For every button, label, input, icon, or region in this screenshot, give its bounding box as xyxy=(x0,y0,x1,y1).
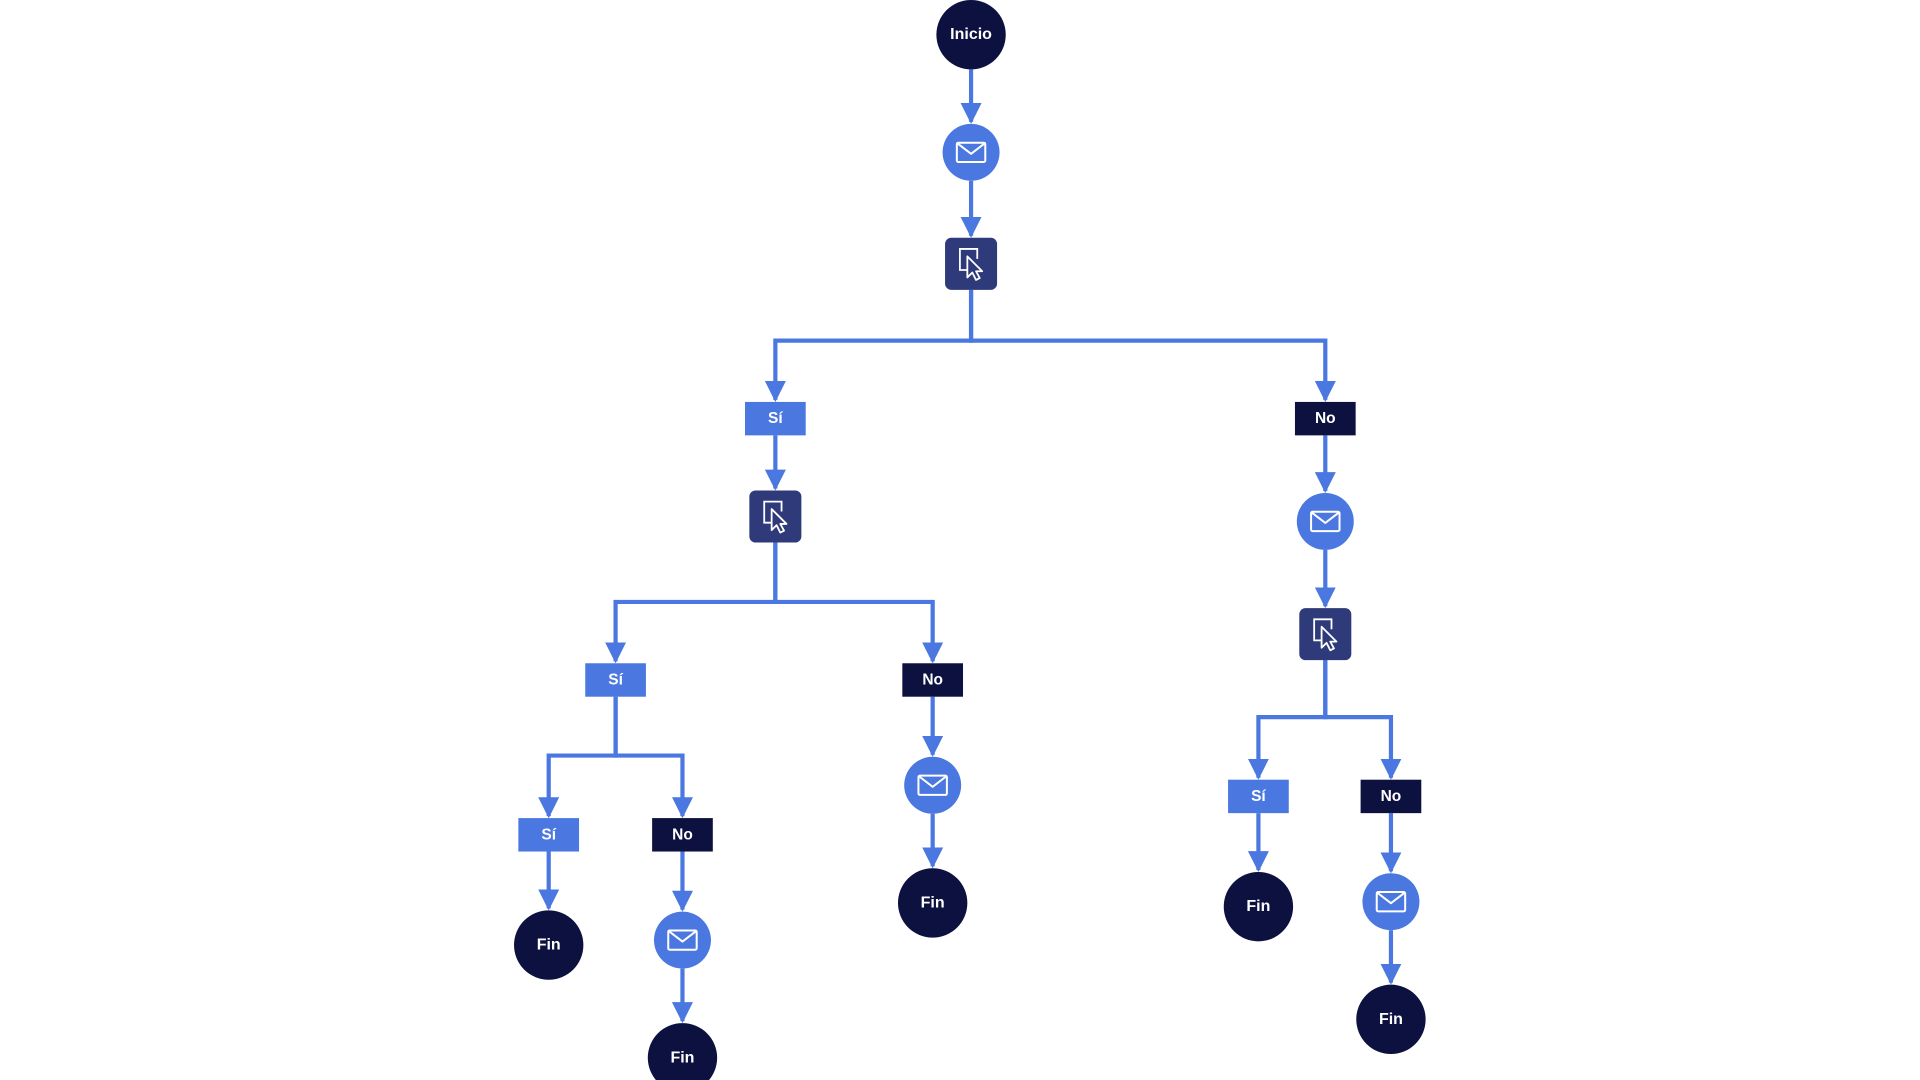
node-start: Inicio xyxy=(936,0,1006,70)
node-end-5: Fin xyxy=(1356,984,1426,1055)
envelope-icon xyxy=(1375,891,1407,913)
terminal-circle xyxy=(936,0,1006,70)
branch-label: Sí xyxy=(541,826,556,843)
node-end-2: Fin xyxy=(647,1023,718,1080)
node-no-4: No xyxy=(1360,779,1422,814)
connector-yes-2-to-no-3 xyxy=(613,696,693,819)
connector-click-1-to-no-1 xyxy=(968,289,1336,403)
terminal-label: Fin xyxy=(670,1049,694,1066)
branch-label: No xyxy=(1381,788,1402,805)
terminal-circle xyxy=(1356,984,1426,1055)
yes-branch-box xyxy=(745,401,806,436)
node-yes-4: Sí xyxy=(1228,779,1289,814)
yes-branch-box xyxy=(518,818,580,852)
terminal-label: Fin xyxy=(1246,898,1270,915)
envelope-icon xyxy=(1310,510,1341,533)
connector-click-2-to-no-2 xyxy=(773,542,944,664)
node-no-1: No xyxy=(1294,401,1356,436)
branch-label: Sí xyxy=(1251,788,1266,805)
no-branch-box xyxy=(902,663,964,697)
branch-label: No xyxy=(922,671,943,688)
terminal-circle xyxy=(897,868,968,938)
pointer-click-icon xyxy=(763,500,788,534)
connector-click-1-to-yes-1 xyxy=(764,289,974,403)
email-step-circle xyxy=(942,123,1000,181)
node-click-1 xyxy=(945,237,998,290)
node-end-3: Fin xyxy=(897,868,968,938)
node-email-3 xyxy=(904,756,962,814)
terminal-label: Fin xyxy=(537,937,561,954)
node-click-3 xyxy=(1299,608,1352,661)
node-no-2: No xyxy=(902,663,964,697)
node-no-3: No xyxy=(652,818,713,852)
node-end-1: Fin xyxy=(514,910,584,980)
email-step-circle xyxy=(1296,492,1354,550)
connector-yes-2-to-yes-3 xyxy=(538,696,618,819)
node-email-5 xyxy=(1362,873,1420,931)
branch-label: No xyxy=(1315,410,1336,427)
no-branch-box xyxy=(1360,779,1422,814)
no-branch-box xyxy=(652,818,713,852)
node-email-2 xyxy=(653,911,711,969)
connector-click-2-to-yes-2 xyxy=(605,542,778,664)
email-step-circle xyxy=(653,911,711,969)
envelope-icon xyxy=(917,774,948,796)
connectors xyxy=(538,69,1402,1024)
yes-branch-box xyxy=(1228,779,1289,814)
no-branch-box xyxy=(1294,401,1356,436)
terminal-label: Inicio xyxy=(950,26,992,43)
node-email-4 xyxy=(1296,492,1354,550)
pointer-click-icon xyxy=(1313,618,1338,652)
envelope-icon xyxy=(667,929,698,951)
terminal-label: Fin xyxy=(1379,1011,1403,1028)
envelope-icon xyxy=(955,141,987,163)
branch-label: No xyxy=(672,826,693,843)
node-yes-2: Sí xyxy=(585,663,646,697)
terminal-circle xyxy=(514,910,584,980)
node-yes-1: Sí xyxy=(745,401,806,436)
pointer-click-icon xyxy=(959,248,984,281)
terminal-label: Fin xyxy=(921,894,945,911)
yes-branch-box xyxy=(585,663,646,697)
node-click-2 xyxy=(749,490,802,543)
connector-click-3-to-no-4 xyxy=(1323,660,1402,780)
node-yes-3: Sí xyxy=(518,818,580,852)
branch-label: Sí xyxy=(768,410,783,427)
terminal-circle xyxy=(1223,871,1294,942)
node-email-1 xyxy=(942,123,1000,181)
branch-label: Sí xyxy=(608,671,623,688)
node-end-4: Fin xyxy=(1223,871,1294,942)
connector-click-3-to-yes-4 xyxy=(1247,660,1328,780)
email-step-circle xyxy=(1362,873,1420,931)
email-step-circle xyxy=(904,756,962,814)
terminal-circle xyxy=(647,1023,718,1080)
